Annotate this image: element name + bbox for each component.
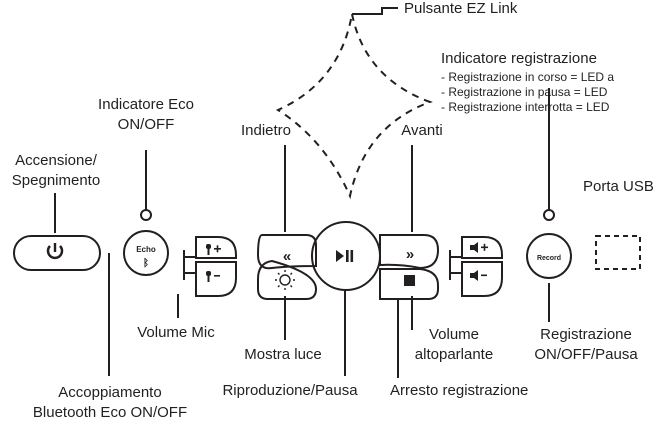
stop-rec-label: Arresto registrazione xyxy=(390,382,529,399)
speaker-bracket xyxy=(449,250,462,280)
light-icon xyxy=(275,270,295,290)
mic-volume-label: Volume Mic xyxy=(137,324,215,341)
record-button-label: Record xyxy=(537,255,561,262)
pairing-label-1: Accoppiamento xyxy=(58,384,162,401)
rewind-icon: « xyxy=(283,248,291,265)
mic-minus-icon xyxy=(206,271,220,282)
speaker-volume-down-button[interactable] xyxy=(461,261,503,297)
play-pause-icon xyxy=(336,250,354,262)
mic-volume-down-button[interactable] xyxy=(195,261,237,297)
eco-indicator-label-1: Indicatore Eco xyxy=(98,96,194,113)
power-button[interactable] xyxy=(13,235,101,271)
speaker-volume-label-2: altoparlante xyxy=(414,346,494,363)
forward-icon: » xyxy=(406,246,414,263)
pairing-label-2: Bluetooth Eco ON/OFF xyxy=(32,404,188,421)
light-button[interactable] xyxy=(257,259,318,300)
speaker-volume-label-1: Volume xyxy=(428,326,480,343)
mic-plus-icon xyxy=(206,244,221,255)
light-label: Mostra luce xyxy=(244,346,322,363)
rec-indicator-line-3: - Registrazione interrotta = LED xyxy=(441,100,610,114)
usb-port[interactable] xyxy=(595,235,641,270)
eco-indicator-label-2: ON/OFF xyxy=(117,116,175,133)
rec-onoff-label-2: ON/OFF/Pausa xyxy=(534,346,638,363)
rec-indicator-title: Indicatore registrazione xyxy=(441,50,597,67)
forward-label: Avanti xyxy=(401,122,443,139)
mic-bracket xyxy=(183,250,196,280)
eco-indicator-led xyxy=(140,209,152,221)
back-label: Indietro xyxy=(240,122,292,139)
ez-link-outline xyxy=(275,13,433,200)
play-pause-label: Riproduzione/Pausa xyxy=(222,382,358,399)
bluetooth-icon: ᛒ xyxy=(143,257,149,269)
echo-button[interactable] xyxy=(123,230,169,276)
power-icon xyxy=(46,243,64,260)
rec-indicator-led xyxy=(543,209,555,221)
speaker-plus-icon xyxy=(470,242,488,253)
stop-button[interactable] xyxy=(379,268,439,300)
record-button[interactable] xyxy=(526,233,572,279)
speaker-volume-up-button[interactable] xyxy=(461,236,503,259)
power-label-2: Spegnimento xyxy=(11,172,101,189)
echo-button-label: Echo xyxy=(136,245,156,254)
forward-button[interactable] xyxy=(379,234,440,270)
rec-indicator-line-2: - Registrazione in pausa = LED xyxy=(441,85,608,99)
mic-volume-up-button[interactable] xyxy=(195,236,237,259)
rec-indicator-line-1: - Registrazione in corso = LED a xyxy=(441,70,615,84)
stop-icon xyxy=(404,275,415,286)
rec-onoff-label-1: Registrazione xyxy=(540,326,632,343)
back-button[interactable] xyxy=(256,234,317,270)
ez-link-leader xyxy=(352,7,398,15)
speaker-minus-icon xyxy=(470,270,487,281)
power-label-1: Accensione/ xyxy=(15,152,97,169)
ez-link-label: Pulsante EZ Link xyxy=(404,0,518,17)
usb-label: Porta USB xyxy=(583,178,654,195)
